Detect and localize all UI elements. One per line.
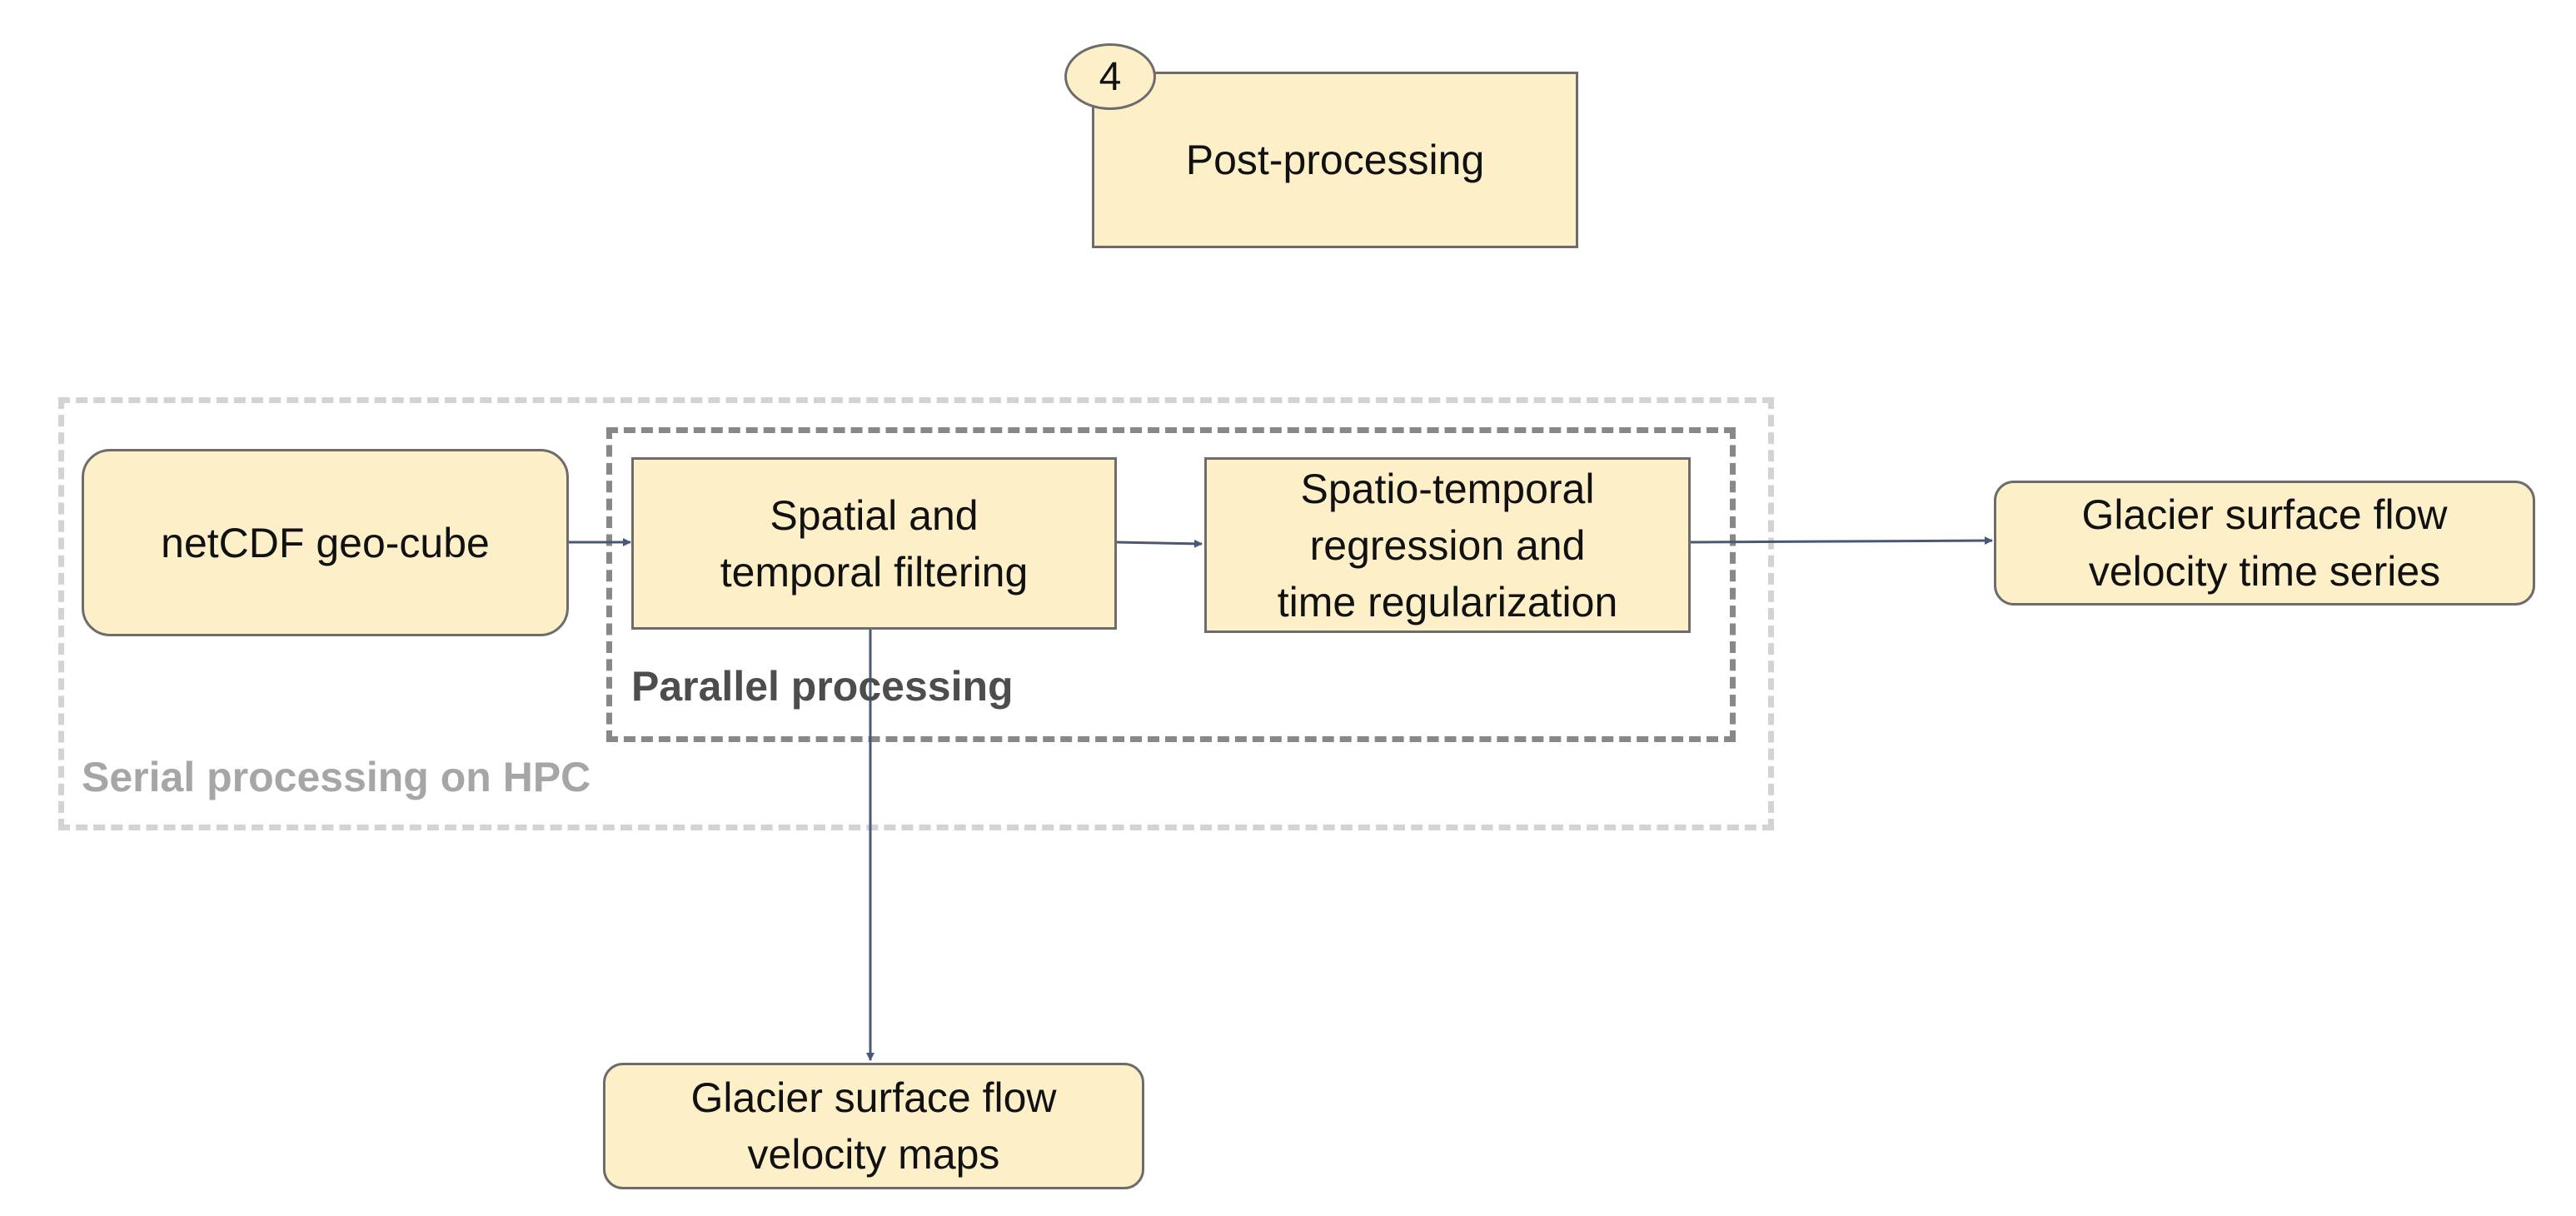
velocity-time-series-box: Glacier surface flow velocity time serie…	[1994, 481, 2535, 606]
time-series-label-line-1: Glacier surface flow	[2081, 491, 2448, 538]
edge-regression-to-time-series	[1688, 536, 1993, 546]
velocity-time-series-text: Glacier surface flow velocity time serie…	[2081, 486, 2447, 600]
spatio-temporal-regression-text: Spatio-temporal regression and time regu…	[1278, 461, 1618, 630]
velocity-maps-text: Glacier surface flow velocity maps	[690, 1069, 1056, 1183]
spatial-temporal-filtering-box: Spatial and temporal filtering	[631, 457, 1117, 630]
time-series-label-line-2: velocity time series	[2088, 548, 2441, 595]
post-processing-label: Post-processing	[1185, 137, 1485, 183]
netcdf-geo-cube-label: netCDF geo-cube	[161, 519, 490, 566]
spatial-temporal-filtering-text: Spatial and temporal filtering	[720, 487, 1029, 601]
maps-label-line-1: Glacier surface flow	[690, 1074, 1057, 1121]
step-number: 4	[1099, 54, 1122, 99]
netcdf-geo-cube-box: netCDF geo-cube	[82, 449, 569, 636]
filtering-label-line-1: Spatial and	[770, 491, 979, 539]
post-processing-box: Post-processing	[1092, 72, 1578, 248]
regression-label-line-2: regression and	[1309, 521, 1586, 569]
velocity-maps-box: Glacier surface flow velocity maps	[603, 1063, 1144, 1189]
filtering-label-line-2: temporal filtering	[720, 548, 1029, 596]
parallel-processing-label: Parallel processing	[631, 663, 1014, 710]
regression-label-line-3: time regularization	[1277, 578, 1618, 625]
edge-filtering-to-regression	[1115, 539, 1203, 548]
regression-label-line-1: Spatio-temporal	[1300, 465, 1595, 512]
serial-processing-label: Serial processing on HPC	[82, 754, 591, 800]
step-number-badge: 4	[1064, 43, 1156, 110]
maps-label-line-2: velocity maps	[747, 1131, 1000, 1178]
spatio-temporal-regression-box: Spatio-temporal regression and time regu…	[1204, 457, 1691, 633]
